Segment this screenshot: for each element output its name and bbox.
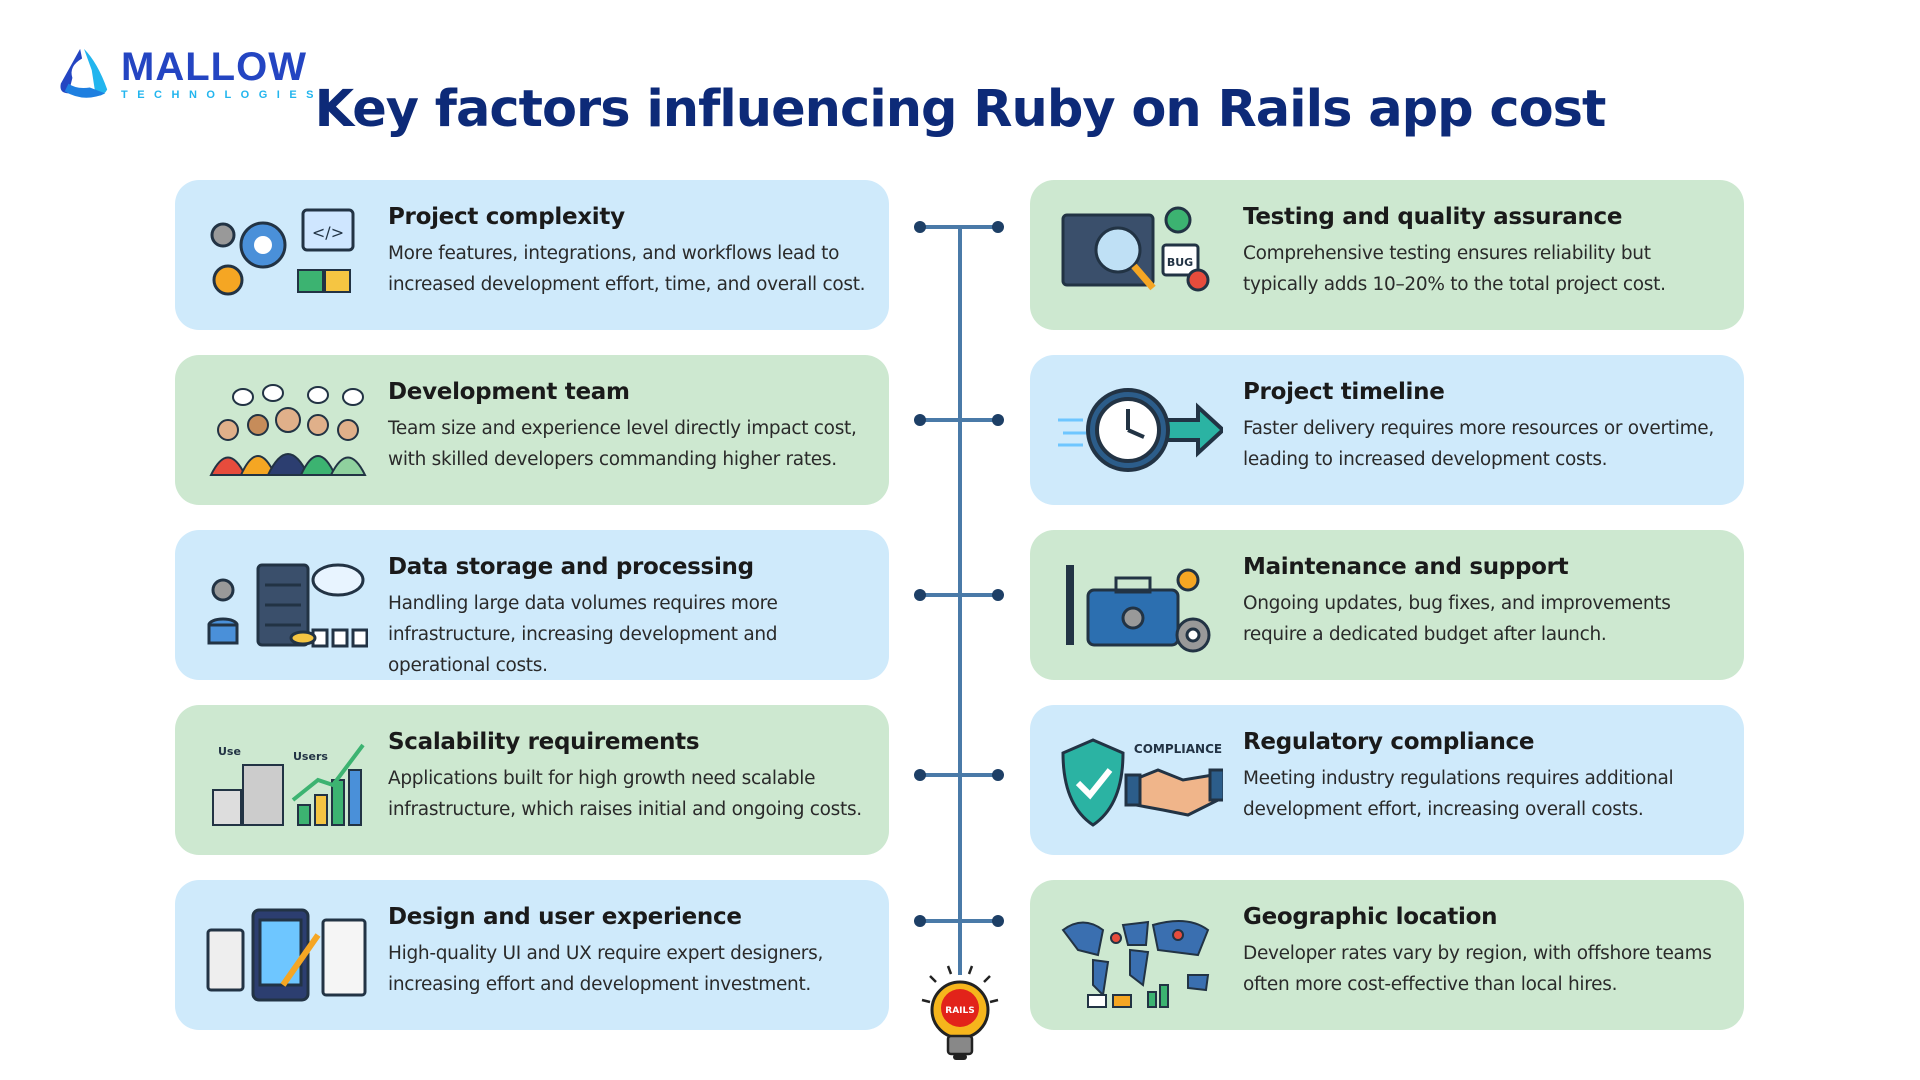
factor-description: Team size and experience level directly … (388, 418, 857, 470)
magnifier-bug-icon: BUG (1061, 206, 1210, 292)
toolbox-icon (1066, 565, 1211, 653)
factor-card: Maintenance and support Ongoing updates,… (1030, 530, 1744, 680)
factor-heading: Development team (388, 379, 630, 405)
gears-code-icon: </> (210, 208, 355, 296)
factor-description: Faster delivery requires more resources … (1243, 418, 1714, 470)
factor-heading: Data storage and processing (388, 554, 754, 580)
factor-heading: Regulatory compliance (1243, 729, 1535, 755)
bulb-label: RAILS (945, 1006, 974, 1016)
factor-card: Geographic location Developer rates vary… (1030, 880, 1744, 1030)
factor-heading: Design and user experience (388, 904, 742, 930)
factor-description: High-quality UI and UX require expert de… (388, 943, 824, 995)
factor-heading: Project complexity (388, 204, 625, 230)
timeline-connector (914, 769, 1004, 781)
page-title: Key factors influencing Ruby on Rails ap… (314, 80, 1607, 139)
mallow-logo-icon (60, 48, 108, 98)
lightbulb-icon: RAILS (921, 965, 999, 1060)
world-map-icon (1061, 920, 1210, 1008)
logo: MALLOW TECHNOLOGIES (55, 45, 323, 103)
svg-text:BUG: BUG (1167, 256, 1193, 269)
factor-card: Data storage and processing Handling lar… (175, 530, 889, 680)
server-cloud-icon (207, 563, 368, 648)
factor-description: Comprehensive testing ensures reliabilit… (1243, 243, 1666, 295)
timeline-connector (914, 221, 1004, 233)
timeline-connector (914, 414, 1004, 426)
factor-description: Meeting industry regulations requires ad… (1243, 768, 1674, 820)
factor-card: BUG Testing and quality assurance Compre… (1030, 180, 1744, 330)
factor-card: </> Project complexity More features, in… (175, 180, 889, 330)
design-tablet-icon (206, 908, 367, 1002)
timeline-connector (914, 589, 1004, 601)
factor-card: Project timeline Faster delivery require… (1030, 355, 1744, 505)
logo-name: MALLOW (121, 45, 307, 89)
logo-tagline: TECHNOLOGIES (121, 89, 324, 101)
factor-description: Applications built for high growth need … (388, 768, 862, 820)
factor-description: Handling large data volumes requires mor… (388, 593, 778, 676)
factor-heading: Project timeline (1243, 379, 1445, 405)
svg-text:Users: Users (293, 750, 328, 763)
factor-description: Developer rates vary by region, with off… (1243, 943, 1712, 995)
clock-arrow-icon (1058, 388, 1223, 472)
factor-heading: Scalability requirements (388, 729, 700, 755)
factor-heading: Testing and quality assurance (1243, 204, 1623, 230)
factor-card: COMPLIANCE Regulatory compliance Meeting… (1030, 705, 1744, 855)
factor-card: Development team Team size and experienc… (175, 355, 889, 505)
growth-chart-icon: Use Users (212, 743, 365, 826)
factor-card: Design and user experience High-quality … (175, 880, 889, 1030)
factor-description: Ongoing updates, bug fixes, and improvem… (1243, 593, 1671, 645)
svg-text:Use: Use (218, 745, 241, 758)
factor-heading: Geographic location (1243, 904, 1498, 930)
factor-card: Use Users Scalability requirements Applic… (175, 705, 889, 855)
svg-text:</>: </> (312, 223, 344, 242)
team-icon (209, 384, 367, 476)
shield-handshake-icon: COMPLIANCE (1061, 738, 1223, 827)
svg-text:COMPLIANCE: COMPLIANCE (1134, 742, 1222, 756)
factor-description: More features, integrations, and workflo… (388, 243, 866, 295)
timeline-connector (914, 915, 1004, 927)
factor-heading: Maintenance and support (1243, 554, 1569, 580)
